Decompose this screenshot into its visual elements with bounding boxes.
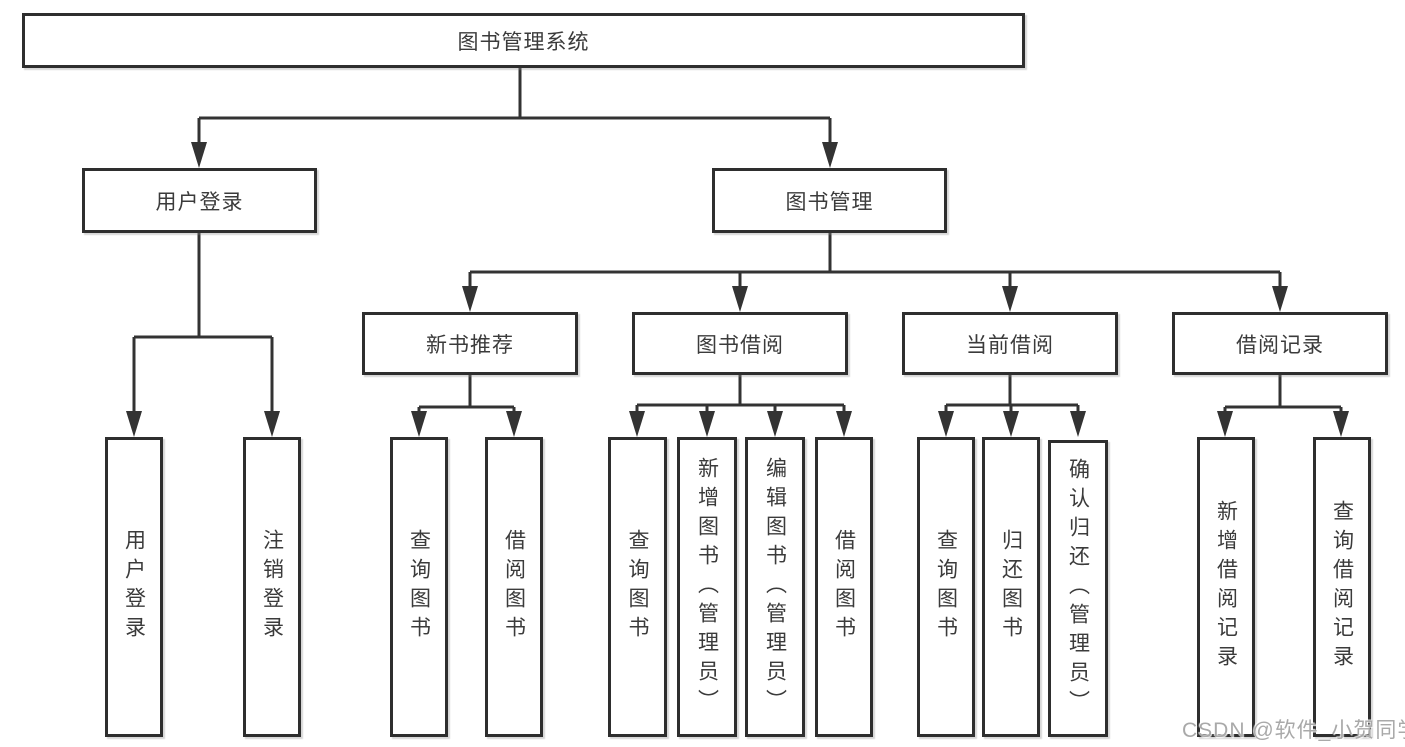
leaf-edit-book-admin: 编辑图书（管理员） [745,437,805,737]
connector-user-login-children [132,230,274,420]
node-current-borrow: 当前借阅 [902,312,1118,375]
node-book-borrow: 图书借阅 [632,312,848,375]
csdn-watermark: CSDN @软件_小贺同学 [1182,719,1405,742]
leaf-query-book-borrow: 查询图书 [608,437,667,737]
node-new-book-recommend: 新书推荐 [362,312,578,375]
arrowheads-current-borrow-children [938,411,1086,437]
connector-recommend-children [417,372,516,420]
leaf-borrow-book-recommend: 借阅图书 [485,437,543,737]
leaf-add-book-admin: 新增图书（管理员） [677,437,737,737]
leaf-user-login: 用户登录 [105,437,163,737]
leaf-return-book: 归还图书 [982,437,1040,737]
connector-book-borrow-children [635,372,846,420]
arrowheads-level3 [462,286,1288,312]
connector-book-management-children [468,230,1282,292]
arrowheads-recommend-children [411,411,522,437]
arrowheads-book-borrow-children [629,411,852,437]
node-borrow-records: 借阅记录 [1172,312,1388,375]
arrowheads-user-login-children [126,411,280,437]
node-root: 图书管理系统 [22,13,1025,68]
leaf-query-book-recommend: 查询图书 [390,437,448,737]
connector-borrow-records-children [1223,372,1343,420]
node-user-login: 用户登录 [82,168,317,233]
leaf-query-book-current: 查询图书 [917,437,975,737]
arrowheads-borrow-records-children [1217,411,1349,437]
leaf-confirm-return-admin: 确认归还（管理员） [1048,440,1108,737]
leaf-query-borrow-record: 查询借阅记录 [1313,437,1371,737]
leaf-borrow-book: 借阅图书 [815,437,873,737]
leaf-logout: 注销登录 [243,437,301,737]
arrowheads-level2 [191,142,838,168]
node-book-management: 图书管理 [712,168,947,233]
connector-root-to-level2 [197,65,832,146]
leaf-add-borrow-record: 新增借阅记录 [1197,437,1255,737]
